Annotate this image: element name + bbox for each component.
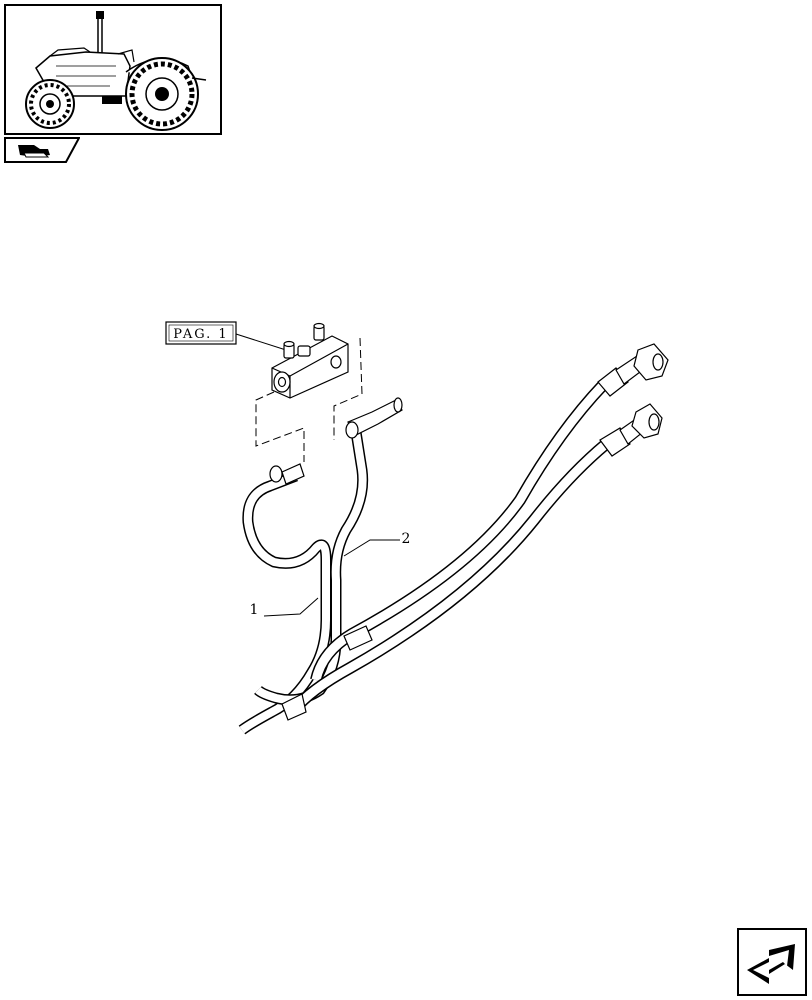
callout-2-leader: [343, 539, 400, 557]
pipe-2[interactable]: [254, 397, 403, 706]
callout-1-leader: [263, 597, 319, 617]
flexible-hoses: [281, 367, 631, 721]
tractor-thumbnail-icon: [25, 11, 207, 131]
hose-end-fittings: [615, 343, 669, 445]
pipe-1[interactable]: [238, 463, 332, 735]
valve-block: [271, 322, 349, 399]
reference-box-label: PAG. 1: [173, 327, 228, 342]
tractor-thumbnail: [4, 4, 222, 135]
reference-box[interactable]: PAG. 1: [165, 321, 237, 345]
callout-1-label[interactable]: 1: [250, 602, 259, 618]
next-page-arrow-icon: [747, 944, 795, 984]
phantom-lines: [255, 337, 363, 462]
callout-2-label[interactable]: 2: [402, 531, 411, 547]
section-folder-icon[interactable]: [4, 137, 80, 163]
next-page-button[interactable]: [737, 928, 807, 996]
